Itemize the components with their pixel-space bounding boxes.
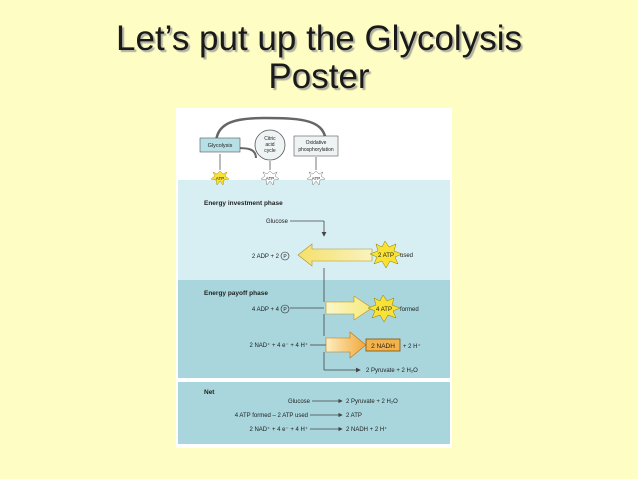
net-row3-left: 2 NAD⁺ + 4 e⁻ + 4 H⁺ [249,426,308,433]
nad-input-label: 2 NAD⁺ + 4 e⁻ + 4 H⁺ [249,342,308,349]
investment-header: Energy investment phase [204,200,283,207]
slide-title-line-2: Poster [268,57,370,96]
nadh-h-label: + 2 H⁺ [403,343,421,350]
glycolysis-label: Glycolysis [208,143,233,149]
atp-out-star [367,294,401,323]
atp-star-citric [260,170,280,186]
net-row2-right: 2 ATP [346,413,362,419]
payoff-atp-arrow [325,295,373,321]
payoff-header: Energy payoff phase [204,290,268,297]
pyruvate-label: 2 Pyruvate + 2 H₂O [366,368,418,374]
oxphos-label-2: phosphorylation [298,147,334,153]
atp-star-oxphos [306,170,326,186]
glycolysis-diagram: Glycolysis Citric acid cycle Oxidative p… [178,116,450,444]
glycolysis-box [199,137,241,153]
citric-label-3: cycle [264,148,276,154]
oxphos-box [293,135,339,157]
net-row3-right: 2 NADH + 2 H⁺ [346,426,387,433]
glycolysis-poster: Glycolysis Citric acid cycle Oxidative p… [176,108,452,448]
atp-label-2: ATP [266,176,274,181]
atp-out-label: 4 ATP [376,307,392,313]
atp-in-star [369,240,403,269]
phosphate-icon-2 [280,304,290,314]
investment-phase-band [178,180,450,280]
atp-label-3: ATP [312,176,320,181]
atp-label-1: ATP [216,176,224,181]
net-header: Net [204,389,215,396]
payoff-adp-label: 4 ADP + 4 [252,307,280,313]
overview-inset: Glycolysis Citric acid cycle Oxidative p… [199,116,339,186]
payoff-phase-band [178,280,450,378]
net-row1-right: 2 Pyruvate + 2 H₂O [346,399,398,405]
citric-acid-cycle-circle [254,129,286,161]
citric-label-2: acid [265,142,274,148]
net-band [178,382,450,444]
formed-label: formed [400,307,419,313]
net-row1-left: Glucose [288,399,311,405]
glucose-label: Glucose [266,219,289,225]
slide-title: Let’s put up the Glycolysis Poster [0,20,638,96]
citric-label-1: Citric [264,136,276,142]
nadh-label: 2 NADH [371,343,395,350]
phosphate-label: P [283,254,287,260]
slide-title-line-1: Let’s put up the Glycolysis [116,19,522,58]
phosphate-label-2: P [283,307,287,313]
atp-star-glycolysis [210,170,230,186]
phosphate-icon [280,251,290,261]
net-row2-left: 4 ATP formed – 2 ATP used [235,413,308,419]
nadh-arrow [325,331,367,359]
investment-adp-label: 2 ADP + 2 [252,254,280,260]
used-label: used [400,253,413,259]
nadh-box [365,338,401,352]
oxphos-label-1: Oxidative [306,140,327,146]
atp-in-label: 2 ATP [378,253,394,259]
